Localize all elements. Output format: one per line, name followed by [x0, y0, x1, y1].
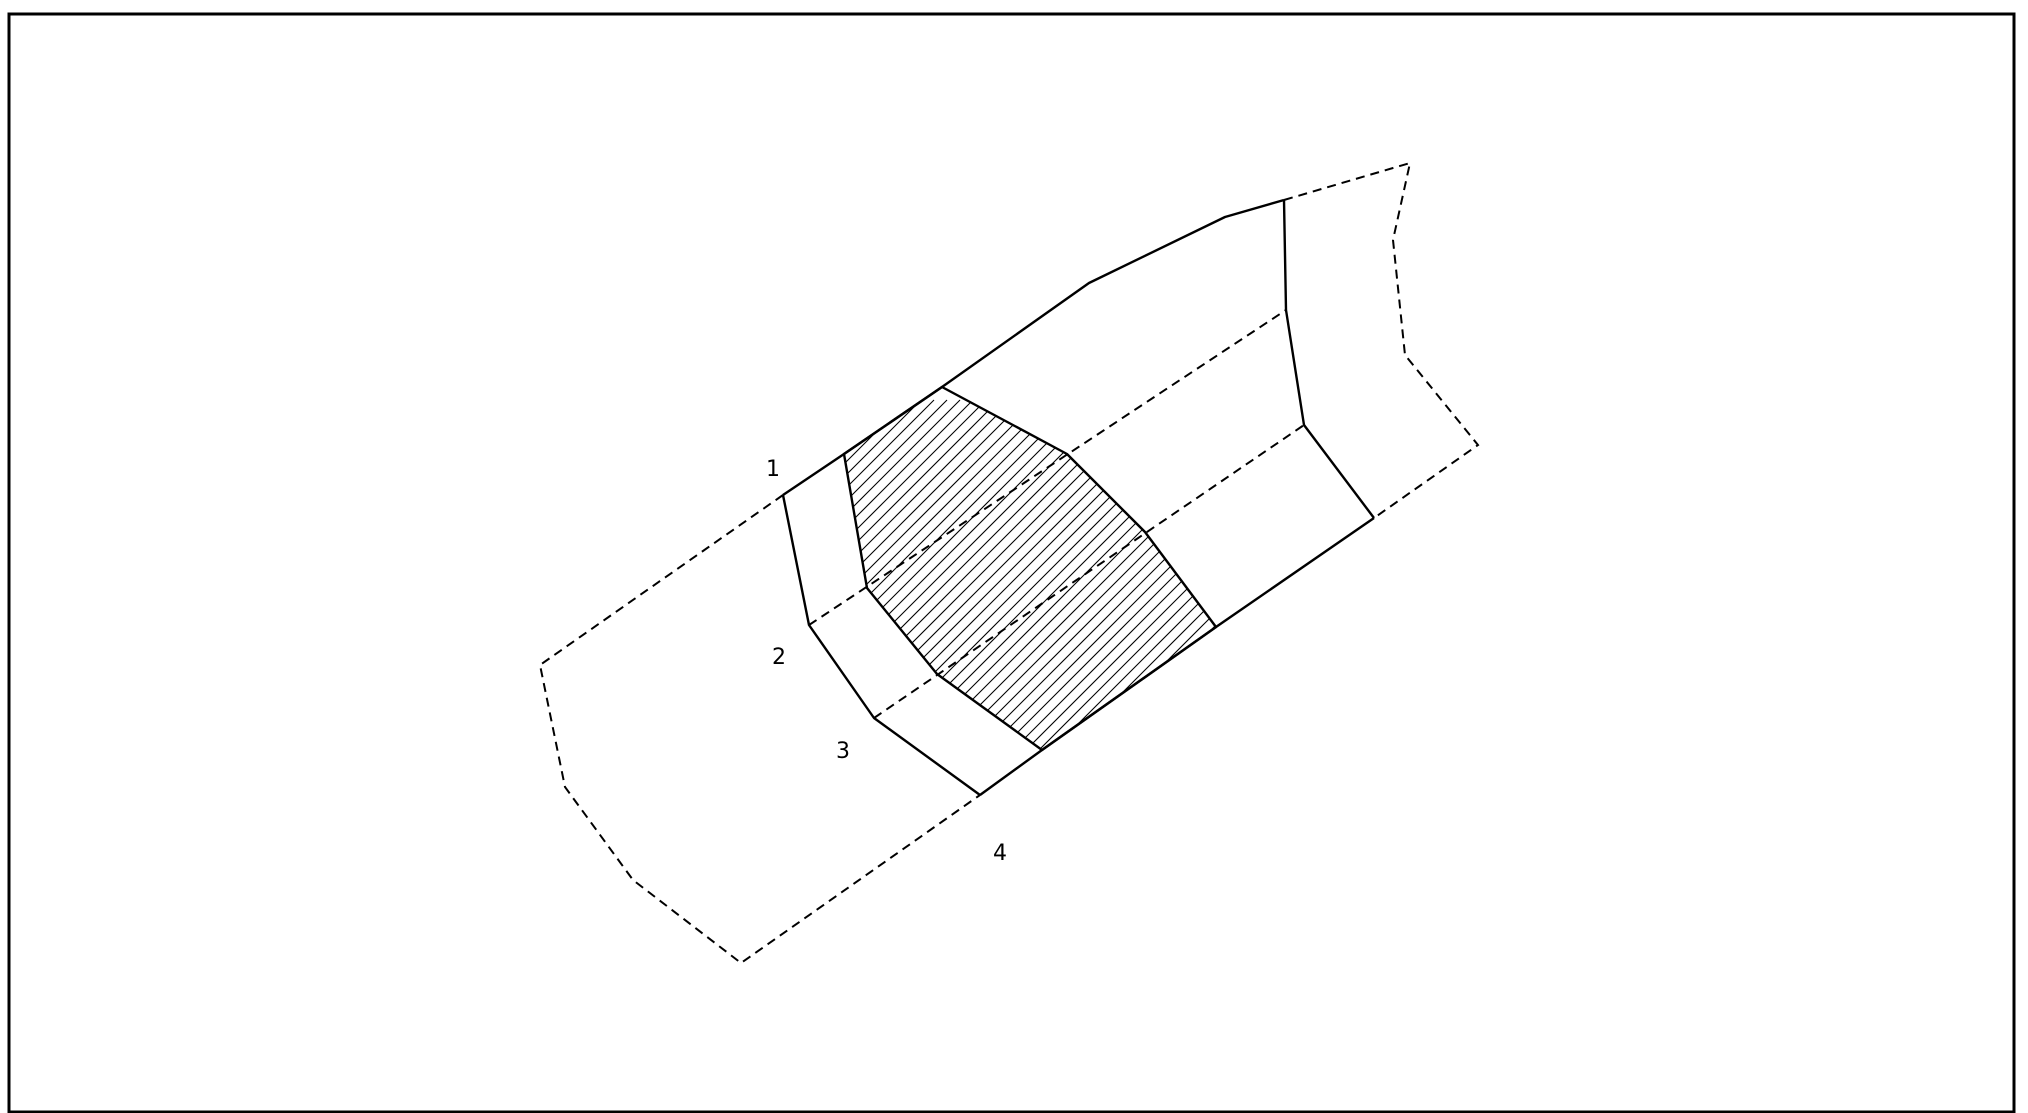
hatched-region-outline — [842, 385, 1218, 752]
hatch-line — [844, 399, 1169, 750]
label-3: 3 — [836, 739, 850, 764]
top-edge — [782, 198, 1285, 496]
hatch-line — [1236, 400, 1636, 800]
outer-boundary-right — [1283, 161, 1480, 519]
hatch-line — [858, 399, 1216, 750]
hatch-line — [844, 399, 1026, 750]
hatch-line — [365, 400, 765, 800]
hatch-line — [1183, 399, 1216, 750]
hatch-line — [1223, 400, 1623, 800]
division-line-3 — [873, 424, 1305, 719]
hatch-line — [844, 399, 870, 750]
hatch-line — [1262, 400, 1662, 800]
division-line-2 — [808, 309, 1287, 626]
hatch-line — [844, 399, 1143, 750]
hatch-line — [1040, 399, 1216, 750]
hatch-line — [1144, 399, 1216, 750]
right-profile — [1282, 199, 1375, 519]
hatch-line — [443, 400, 843, 800]
hatch-line — [1014, 399, 1216, 750]
hatch-line — [300, 400, 700, 800]
hatch-line — [1001, 399, 1216, 750]
hatch-line — [339, 400, 739, 800]
hatch-line — [1131, 399, 1216, 750]
hatch-line — [844, 399, 974, 750]
hatch-line — [844, 399, 961, 750]
hatch-line — [1275, 400, 1675, 800]
hatch-line — [378, 400, 778, 800]
drawing-frame — [7, 12, 2016, 1113]
hatch-line — [1079, 399, 1216, 750]
hatch-line — [844, 399, 857, 750]
label-4: 4 — [993, 841, 1007, 866]
hatch-line — [1288, 400, 1688, 800]
hatch-line — [844, 399, 1091, 750]
hatch-line — [1170, 399, 1216, 750]
hatch-line — [923, 399, 1216, 750]
hatch-line — [844, 399, 1195, 750]
hatch-line — [936, 399, 1216, 750]
hatch-line — [975, 399, 1216, 750]
hatch-line — [844, 399, 948, 750]
hatch-line — [844, 399, 1216, 750]
hatch-line — [1157, 399, 1216, 750]
hatch-line — [404, 400, 804, 800]
hatch-line — [313, 400, 713, 800]
hatch-line — [844, 399, 1065, 750]
hatch-line — [884, 399, 1216, 750]
label-1: 1 — [766, 457, 780, 482]
hatch-line — [1105, 399, 1216, 750]
hatch-line — [844, 399, 1078, 750]
hatch-line — [844, 399, 1208, 750]
hatch-line — [988, 399, 1216, 750]
hatch-line — [1027, 399, 1216, 750]
outer-boundary-left — [538, 494, 981, 965]
hatch-line — [1249, 400, 1649, 800]
hatch-line — [844, 399, 883, 750]
hatch-pattern — [300, 399, 1688, 800]
bottom-edge — [979, 517, 1375, 796]
hatch-line — [844, 399, 922, 750]
hatch-line — [844, 399, 1039, 750]
label-2: 2 — [772, 645, 786, 670]
hatch-line — [844, 399, 1216, 750]
hatch-line — [962, 399, 1216, 750]
hatch-line — [844, 399, 1130, 750]
hatch-line — [326, 400, 726, 800]
hatch-line — [1066, 399, 1216, 750]
hatch-line — [844, 399, 987, 750]
hatch-line — [391, 400, 791, 800]
hatch-line — [844, 399, 1000, 750]
hatch-line — [1209, 399, 1216, 750]
hatch-line — [417, 400, 817, 800]
left-profile — [781, 494, 981, 796]
hatch-line — [949, 399, 1216, 750]
hatch-line — [844, 399, 1052, 750]
hatch-line — [1092, 399, 1216, 750]
hatch-line — [844, 399, 1104, 750]
hatch-line — [897, 399, 1216, 750]
hatch-line — [352, 400, 752, 800]
hatch-line — [844, 399, 935, 750]
hatch-line — [844, 399, 1156, 750]
hatch-line — [1118, 399, 1216, 750]
hatch-line — [844, 399, 1013, 750]
